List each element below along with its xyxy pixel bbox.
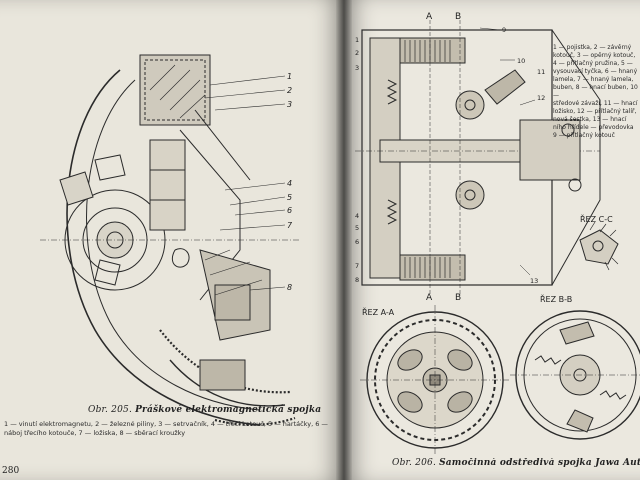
section-c-c-view <box>579 221 619 271</box>
callout-12: 12 <box>537 94 545 102</box>
callout-13: 13 <box>530 277 538 285</box>
legend-line: nová šestka, 13 — hnací <box>553 116 627 123</box>
right-callouts: 1 2 3 4 5 6 7 8 9 10 11 12 13 <box>355 26 545 285</box>
callout-5: 5 <box>355 224 359 232</box>
section-a-a-view <box>360 305 510 455</box>
callout-5: 5 <box>287 193 292 202</box>
right-legend: 1 — pojistka, 2 — závěrný kotouč, 3 — op… <box>553 44 639 140</box>
callout-11: 11 <box>537 68 545 76</box>
callout-7: 7 <box>355 262 359 270</box>
section-marker-b-bottom: B <box>455 293 461 303</box>
page-number: 280 <box>2 466 20 476</box>
callout-4: 4 <box>355 212 359 220</box>
legend-line: 1 — pojistka, 2 — závěrný <box>553 44 632 51</box>
callout-3: 3 <box>287 100 292 109</box>
figure-205-title: Práškové elektromagnetická spojka <box>135 405 322 415</box>
clutch-section-right <box>355 20 601 295</box>
legend-line: vysouvací tyčka, 6 — hnaný <box>553 68 638 75</box>
callout-3: 3 <box>355 64 359 72</box>
book-gutter <box>336 0 352 480</box>
callout-6: 6 <box>287 206 292 215</box>
callout-8: 8 <box>355 276 359 284</box>
legend-line: ložisko, 12 — přítlačný talíř, <box>553 108 637 115</box>
section-b-b-label: ŘEZ B-B <box>540 294 572 304</box>
figure-205-legend: 1 — vinutí elektromagnetu, 2 — železné p… <box>4 420 328 437</box>
callout-4: 4 <box>287 179 292 188</box>
figure-206-caption: Obr. 206. Samočinná odstředivá spojka Ja… <box>392 458 640 468</box>
callout-6: 6 <box>355 238 359 246</box>
left-callouts: 1 2 3 4 5 6 7 8 <box>287 72 293 292</box>
section-marker-b: B <box>455 12 461 22</box>
figure-205-caption: Obr. 205. Práškové elektromagnetická spo… <box>88 405 321 415</box>
section-a-a-label: ŘEZ A-A <box>362 307 395 317</box>
callout-8: 8 <box>287 283 292 292</box>
callout-7: 7 <box>287 221 293 230</box>
legend-line: buben, 8 — hnací buben, 10 — <box>553 84 638 99</box>
legend-line: ního hřídele — převodovka <box>553 124 634 131</box>
figure-206-number: Obr. 206. <box>392 458 437 468</box>
callout-10: 10 <box>517 57 525 65</box>
section-b-b-view <box>510 310 640 440</box>
callout-2: 2 <box>287 86 292 95</box>
legend-line: 4 — přítlačný pružina, 5 — <box>553 60 633 67</box>
legend-line: středové závaží, 11 — hnací <box>553 100 638 107</box>
callout-1: 1 <box>355 36 359 44</box>
section-c-c-label: ŘEZ C-C <box>580 214 613 224</box>
legend-line: kotouč, 3 — opěrný kotouč, <box>553 52 636 59</box>
section-marker-a-bottom: A <box>426 293 433 303</box>
callout-1: 1 <box>287 72 292 81</box>
figure-205-number: Obr. 205. <box>88 405 133 415</box>
figure-206-title: Samočinná odstředivá spojka Jawa Automat… <box>439 458 640 468</box>
legend-line: lamela, 7 — hnaný lamela, <box>553 76 634 83</box>
section-marker-a: A <box>426 12 433 22</box>
section-markers-top: A B A B <box>426 12 461 303</box>
callout-2: 2 <box>355 49 359 57</box>
legend-line: 9 — přítlačný kotouč <box>553 132 615 139</box>
clutch-drawing-left <box>40 54 300 426</box>
callout-9: 9 <box>502 26 506 34</box>
